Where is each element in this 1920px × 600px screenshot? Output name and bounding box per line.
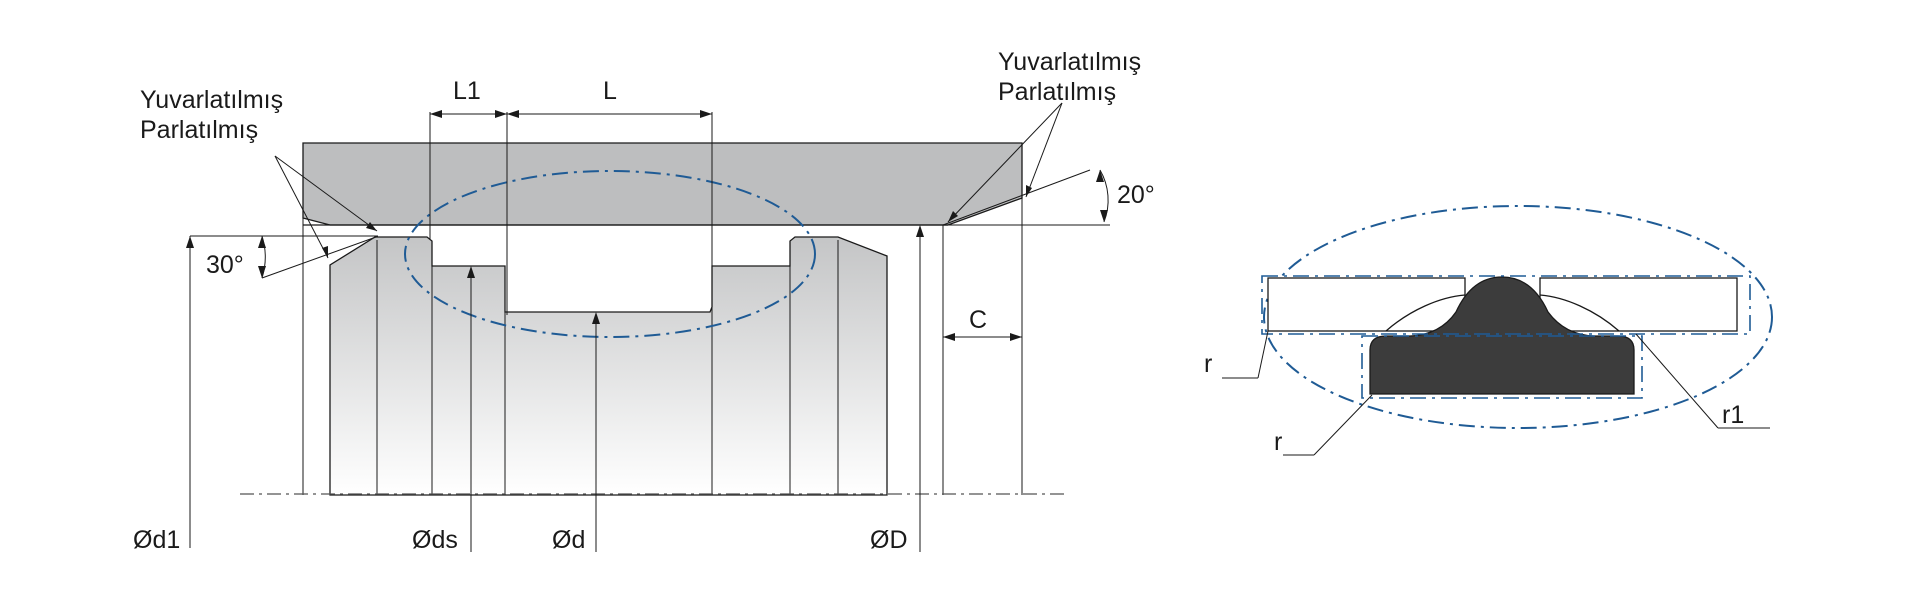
detail-frame-bottom	[1361, 335, 1643, 399]
angle-20: 20°	[1117, 181, 1155, 209]
dim-D: ØD	[870, 526, 908, 554]
angle-30: 30°	[206, 251, 244, 279]
right-note-line2: Parlatılmış	[998, 78, 1116, 106]
dim-L1: L1	[453, 77, 481, 105]
rod-groove-body	[329, 236, 888, 496]
housing-bore	[302, 142, 1023, 226]
dim-C: C	[969, 306, 987, 334]
detail-outer-ellipse	[1263, 205, 1773, 429]
left-note-line1: Yuvarlatılmış	[140, 86, 283, 114]
dim-d: Ød	[552, 526, 585, 554]
detail-highlight-ellipse	[404, 170, 816, 338]
detail-frame-top	[1261, 275, 1751, 335]
radius-r-lower: r	[1274, 428, 1282, 456]
dim-L: L	[603, 77, 617, 105]
radius-r-upper: r	[1204, 350, 1212, 378]
right-note-line1: Yuvarlatılmış	[998, 48, 1141, 76]
radius-r1: r1	[1722, 401, 1744, 429]
left-note-line2: Parlatılmış	[140, 116, 258, 144]
dim-d1: Ød1	[133, 526, 180, 554]
dim-ds: Øds	[412, 526, 458, 554]
detail-right-land	[1539, 277, 1738, 332]
detail-left-land	[1267, 277, 1466, 332]
